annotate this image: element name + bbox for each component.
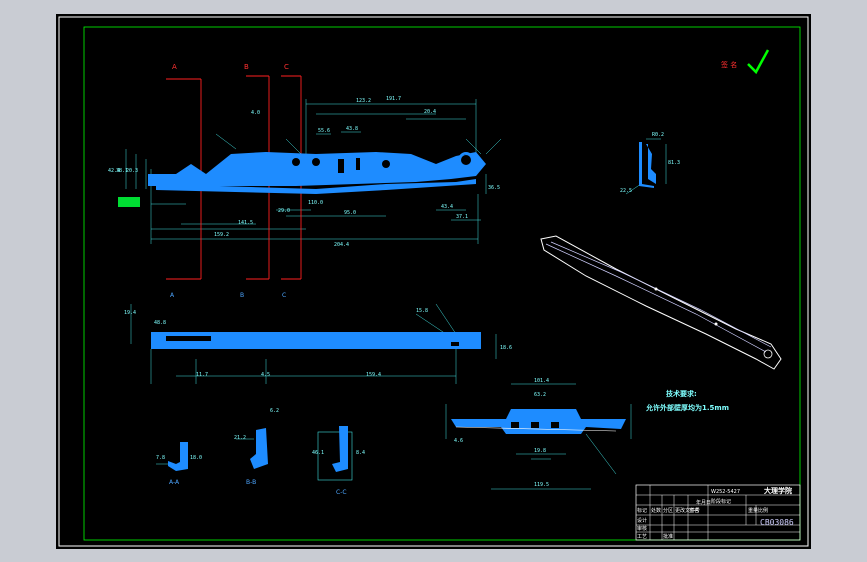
dim-main-top-2: 20.4 <box>424 109 436 115</box>
tech-req-title: 技术要求: <box>666 389 697 398</box>
dim-main-bottom-1: 204.4 <box>334 242 349 248</box>
title-block-row-4: 签名 <box>689 507 699 514</box>
section-detail-view <box>445 383 632 490</box>
dim-plan-1: 48.8 <box>154 320 166 326</box>
title-block-row-5: 年月日 <box>696 499 711 506</box>
section-marker-bottom-c: C <box>282 292 286 299</box>
outer-border <box>58 16 809 547</box>
dim-plan-6: 18.6 <box>500 345 512 351</box>
dim-main-bottom-4: 29.0 <box>278 208 290 214</box>
title-block-scale-2: 比例 <box>758 507 768 514</box>
dim-section-2: 119.5 <box>534 482 549 488</box>
title-block-row-0: 标记 <box>637 507 647 514</box>
dim-main-left-1: 38.1 <box>116 168 128 174</box>
dim-main-bottom-3: 141.5 <box>238 220 253 226</box>
dim-plan-2: 159.4 <box>366 372 381 378</box>
dim-small-2: 21.2 <box>234 435 246 441</box>
dim-main-bottom-5: 43.4 <box>441 204 453 210</box>
isometric-view <box>540 235 782 370</box>
dim-section-3: 19.8 <box>534 448 546 454</box>
dim-main-left-0: 42.4 <box>108 168 120 174</box>
dim-main-top-3: 55.6 <box>318 128 330 134</box>
dim-section-0: 101.4 <box>534 378 549 384</box>
dim-main-bottom-2: 110.0 <box>308 200 323 206</box>
dim-main-bottom-7: 37.1 <box>456 214 468 220</box>
section-marker-bottom-a: A <box>170 292 175 299</box>
title-block-bottom-1: 审核 <box>637 525 647 532</box>
dim-main-bottom-6: 95.0 <box>344 210 356 216</box>
title-block-row-3: 更改文件号 <box>675 507 700 514</box>
dim-small-0: 7.8 <box>156 455 165 461</box>
plan-view <box>130 303 497 384</box>
dim-plan-3: 11.7 <box>196 372 208 378</box>
dim-main-left-2: 20.3 <box>126 168 138 174</box>
dim-main-top-5: 4.0 <box>251 110 260 116</box>
dim-side-2: 22.5 <box>620 188 632 194</box>
inner-border <box>83 26 801 541</box>
section-label-c: C-C <box>336 489 347 496</box>
dim-plan-5: 15.8 <box>416 308 428 314</box>
dim-main-top-0: 123.2 <box>356 98 371 104</box>
dim-small-5: 8.4 <box>356 450 365 456</box>
title-block-bottom-0: 设计 <box>637 517 647 524</box>
section-c-c <box>317 426 353 481</box>
drawing-canvas: A B C A B C 123.2 191.7 20.4 55.6 43.8 4… <box>56 14 811 549</box>
section-b-b <box>236 428 268 469</box>
title-block <box>635 484 801 541</box>
dim-small-4: 46.1 <box>312 450 324 456</box>
section-marker-top-b: B <box>244 63 249 71</box>
title-block-drawing-code: CB03086 <box>760 518 794 527</box>
section-label-b: B-B <box>246 479 256 486</box>
stamp-text: 签 名 <box>721 60 737 69</box>
section-marker-bottom-b: B <box>240 292 244 299</box>
section-marker-top-a: A <box>172 63 177 71</box>
dim-side-1: 81.3 <box>668 160 680 166</box>
title-block-bottom-3: 批准 <box>663 533 673 540</box>
dim-section-4: 4.6 <box>454 438 463 444</box>
title-block-scale-1: 重量 <box>748 507 758 514</box>
dim-side-0: R0.2 <box>652 132 664 138</box>
dim-main-bottom-0: 159.2 <box>214 232 229 238</box>
dim-main-top-1: 191.7 <box>386 96 401 102</box>
dim-small-3: 6.2 <box>270 408 279 414</box>
title-block-drawing-ref: W252-5427 <box>711 489 740 495</box>
tolerance-box <box>118 197 140 207</box>
dim-main-top-4: 43.8 <box>346 126 358 132</box>
section-marker-top-c: C <box>284 63 289 71</box>
main-view <box>118 75 502 280</box>
dim-plan-0: 19.4 <box>124 310 136 316</box>
dim-main-bottom-8: 36.5 <box>488 185 500 191</box>
title-block-scale-0: 阶段标记 <box>711 498 731 505</box>
title-block-bottom-2: 工艺 <box>637 534 647 540</box>
side-detail-view <box>625 138 667 195</box>
title-block-row-2: 分区 <box>663 507 673 514</box>
dim-section-1: 63.2 <box>534 392 546 398</box>
tech-req-body: 允许外部壁厚均为1.5mm <box>645 403 729 412</box>
check-mark-icon <box>747 49 770 75</box>
section-a-a <box>156 442 188 471</box>
dim-small-1: 18.0 <box>190 455 202 461</box>
main-part-flange <box>156 179 476 194</box>
section-label-a: A-A <box>169 479 180 486</box>
main-part-body <box>148 152 486 186</box>
title-block-row-1: 处数 <box>651 507 661 514</box>
title-block-university: 大理学院 <box>764 486 792 495</box>
dim-plan-4: 4.5 <box>261 372 270 378</box>
cad-drawing: A B C A B C 123.2 191.7 20.4 55.6 43.8 4… <box>58 16 809 547</box>
